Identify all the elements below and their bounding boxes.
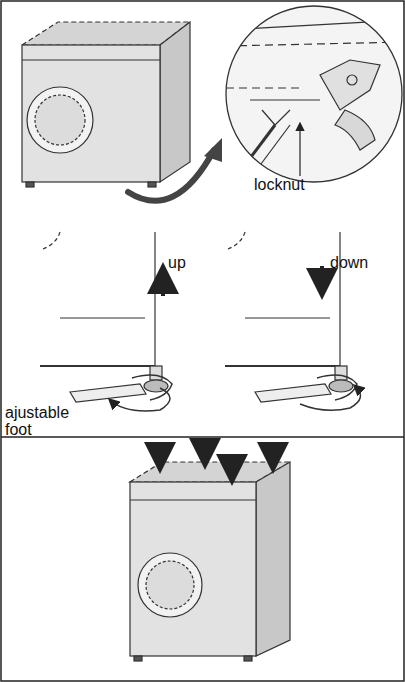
part-label: down [330,254,380,271]
part-label: locknut [254,176,324,193]
part-label: up [168,254,208,271]
part-label: ajustable foot [5,404,93,438]
